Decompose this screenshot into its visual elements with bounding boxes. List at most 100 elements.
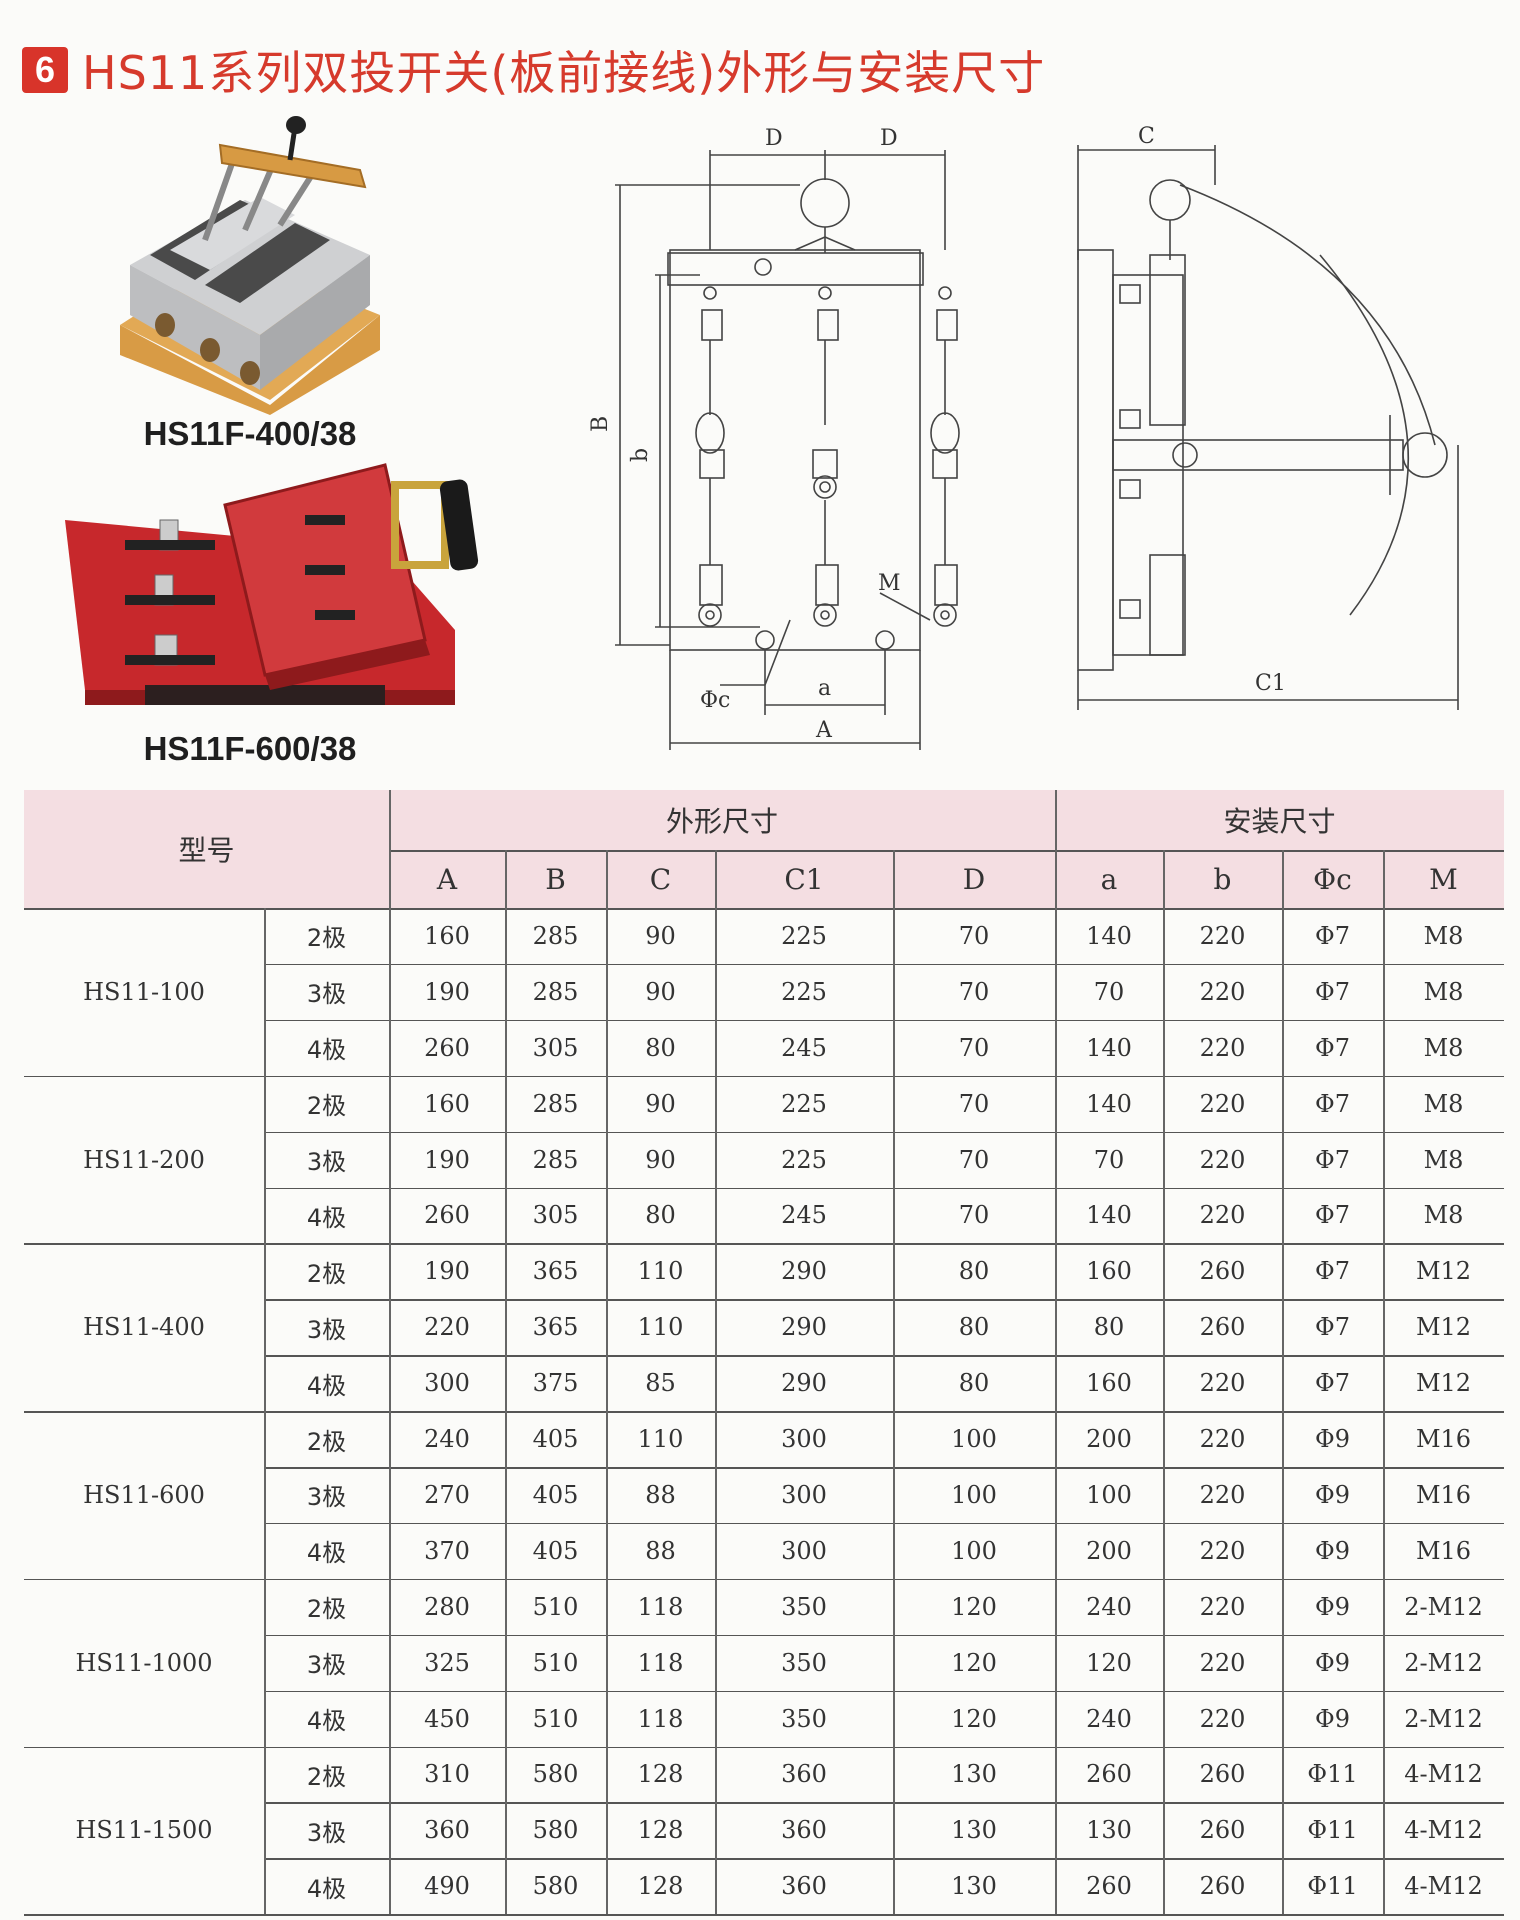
table-cell: 130 [951,1816,997,1845]
table-cell: Φ7 [1315,1033,1350,1062]
table-cell: 350 [781,1592,827,1621]
table-cell: 130 [951,1760,997,1789]
column-header-4: D [962,862,986,896]
dim-label-a: a [818,676,831,701]
row-divider [264,1802,1504,1804]
group-divider [24,1243,1504,1245]
table-cell: 85 [645,1369,676,1398]
table-cell: 285 [532,921,579,950]
table-cell: 70 [958,1201,990,1230]
table-cell: 2-M12 [1404,1592,1483,1621]
table-cell: 128 [637,1872,684,1901]
vline-pole [264,908,266,1915]
pole-cell: 4极 [306,1203,347,1232]
body-vline [1055,908,1057,1915]
pole-cell: 2极 [306,924,347,953]
column-header-3: C1 [784,862,824,896]
table-cell: Φ7 [1315,977,1350,1006]
pole-cell: 4极 [306,1707,347,1736]
table-header-background [24,790,1504,908]
table-cell: 118 [637,1704,684,1733]
table-header-install: 安装尺寸 [1223,805,1336,838]
table-cell: 140 [1086,1033,1132,1062]
table-cell: 375 [532,1369,579,1398]
table-cell: 305 [532,1201,579,1230]
table-cell: Φ7 [1315,921,1350,950]
table-cell: 365 [532,1313,579,1342]
table-cell: 70 [1093,1145,1125,1174]
dim-label-M: M [878,571,901,596]
row-divider [264,1299,1504,1301]
table-cell: 290 [781,1313,827,1342]
table-cell: Φ7 [1315,1089,1350,1118]
table-cell: 4-M12 [1404,1760,1483,1789]
header-vline-group [1055,790,1057,908]
pole-cell: 2极 [306,1762,347,1791]
pole-cell: 3极 [306,1651,347,1680]
table-cell: 360 [424,1816,470,1845]
table-cell: 160 [1086,1369,1132,1398]
pole-cell: 2极 [306,1259,347,1288]
model-cell: HS11-400 [83,1313,205,1342]
table-cell: 510 [532,1648,579,1677]
table-cell: M12 [1415,1257,1472,1286]
dim-label-C1: C1 [1255,671,1286,696]
table-cell: 300 [781,1425,827,1454]
table-cell: 240 [1086,1704,1132,1733]
table-cell: 190 [424,1145,470,1174]
table-cell: 130 [951,1872,997,1901]
table-cell: 120 [951,1648,997,1677]
table-cell: M16 [1415,1425,1472,1454]
table-cell: 190 [424,977,470,1006]
table-cell: 100 [951,1425,997,1454]
row-divider [264,1858,1504,1860]
table-cell: 405 [532,1480,579,1509]
header-vline [1383,850,1385,908]
table-cell: M8 [1423,1145,1464,1174]
header-bottom-line [24,908,1504,910]
table-cell: 200 [1086,1536,1132,1565]
pole-cell: 4极 [306,1371,347,1400]
table-cell: 360 [781,1760,827,1789]
table-cell: 260 [1199,1313,1246,1342]
table-cell: 300 [424,1369,470,1398]
table-cell: 220 [1199,1480,1246,1509]
pole-cell: 3极 [306,1148,347,1177]
table-header-outline: 外形尺寸 [665,805,778,838]
table-cell: 90 [645,1145,676,1174]
pole-cell: 4极 [306,1036,347,1065]
dim-label-D-right: D [880,126,898,151]
table-cell: 90 [645,921,676,950]
table-cell: 90 [645,977,676,1006]
table-cell: 405 [532,1536,579,1565]
row-divider [264,1131,1504,1134]
table-cell: 580 [532,1816,579,1845]
table-cell: 90 [645,1089,676,1118]
table-cell: 220 [424,1313,470,1342]
table-cell: 120 [1086,1648,1132,1677]
product-caption-400: HS11F-400/38 [143,415,357,452]
table-cell: 128 [637,1816,684,1845]
table-cell: 80 [958,1369,990,1398]
table-cell: Φ11 [1307,1760,1358,1789]
table-cell: Φ7 [1315,1369,1350,1398]
product-photo-600 [65,463,479,705]
table-cell: 220 [1199,1201,1246,1230]
table-cell: 220 [1199,1592,1246,1621]
table-cell: 110 [637,1313,684,1342]
table-cell: 140 [1086,1201,1132,1230]
table-cell: 160 [424,921,470,950]
row-divider [264,1019,1504,1022]
table-cell: 350 [781,1704,827,1733]
table-cell: 110 [637,1257,684,1286]
table-cell: 260 [424,1033,470,1062]
title-text: HS11系列双投开关(板前接线)外形与安装尺寸 [82,46,1046,100]
table-cell: 200 [1086,1425,1132,1454]
pole-cell: 2极 [306,1427,347,1456]
row-divider [264,1690,1504,1693]
header-vline [715,850,717,908]
model-cell: HS11-200 [83,1145,205,1174]
pole-cell: 2极 [306,1092,347,1121]
pole-cell: 3极 [306,1483,347,1512]
